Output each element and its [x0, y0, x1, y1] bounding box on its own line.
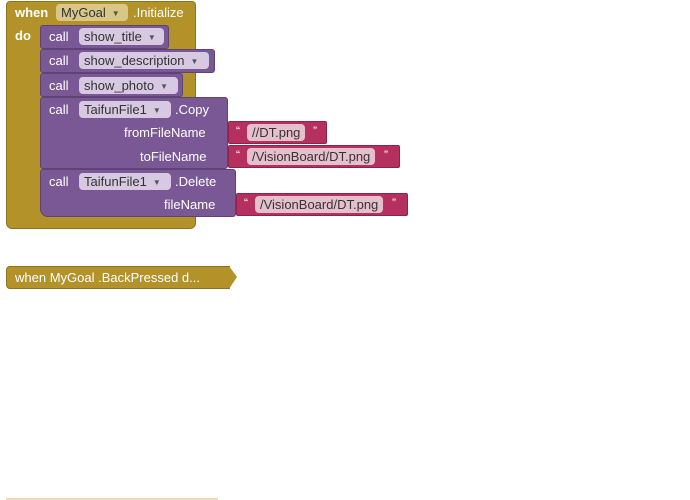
- component-dropdown-mygoal[interactable]: MyGoal ▼: [56, 4, 128, 21]
- open-quote: “: [244, 196, 248, 210]
- to-filename-label: toFileName: [140, 149, 207, 164]
- component-dropdown-taifunfile1[interactable]: TaifunFile1 ▼: [79, 173, 171, 190]
- open-quote: “: [236, 148, 240, 162]
- component-name: TaifunFile1: [84, 174, 147, 189]
- component-name: TaifunFile1: [84, 102, 147, 117]
- partial-block-bottom: [6, 498, 218, 500]
- procedure-dropdown-show-description[interactable]: show_description ▼: [79, 52, 209, 69]
- dropdown-arrow-icon: ▼: [160, 82, 169, 91]
- procedure-dropdown-show-title[interactable]: show_title ▼: [79, 28, 164, 45]
- procedure-name: show_photo: [84, 78, 155, 93]
- collapsed-block-edge: [229, 266, 237, 289]
- delete-filename-value[interactable]: /VisionBoard/DT.png: [255, 196, 384, 213]
- when-label: when: [15, 5, 49, 20]
- call-label: call: [49, 29, 69, 44]
- component-dropdown-taifunfile1[interactable]: TaifunFile1 ▼: [79, 101, 171, 118]
- component-name: MyGoal: [61, 5, 106, 20]
- from-filename-label: fromFileName: [124, 125, 206, 140]
- method-name: .Delete: [175, 174, 217, 189]
- from-filename-value[interactable]: //DT.png: [247, 124, 306, 141]
- event-name: .Initialize: [133, 5, 184, 20]
- procedure-name: show_title: [84, 29, 142, 44]
- to-filename-value[interactable]: /VisionBoard/DT.png: [247, 148, 376, 165]
- call-label: call: [49, 102, 69, 117]
- do-label: do: [15, 28, 31, 43]
- open-quote: “: [236, 124, 240, 138]
- backpressed-label: when MyGoal .BackPressed d...: [15, 270, 200, 285]
- dropdown-arrow-icon: ▼: [147, 33, 156, 42]
- procedure-dropdown-show-photo[interactable]: show_photo ▼: [79, 77, 178, 94]
- close-quote: ”: [313, 124, 317, 138]
- filename-label: fileName: [164, 197, 216, 212]
- dropdown-arrow-icon: ▼: [111, 9, 120, 18]
- call-label: call: [49, 53, 69, 68]
- dropdown-arrow-icon: ▼: [190, 57, 199, 66]
- call-label: call: [49, 78, 69, 93]
- dropdown-arrow-icon: ▼: [152, 178, 161, 187]
- close-quote: ”: [384, 148, 388, 162]
- call-label: call: [49, 174, 69, 189]
- method-name: .Copy: [175, 102, 209, 117]
- close-quote: ”: [392, 196, 396, 210]
- procedure-name: show_description: [84, 53, 185, 68]
- dropdown-arrow-icon: ▼: [152, 106, 161, 115]
